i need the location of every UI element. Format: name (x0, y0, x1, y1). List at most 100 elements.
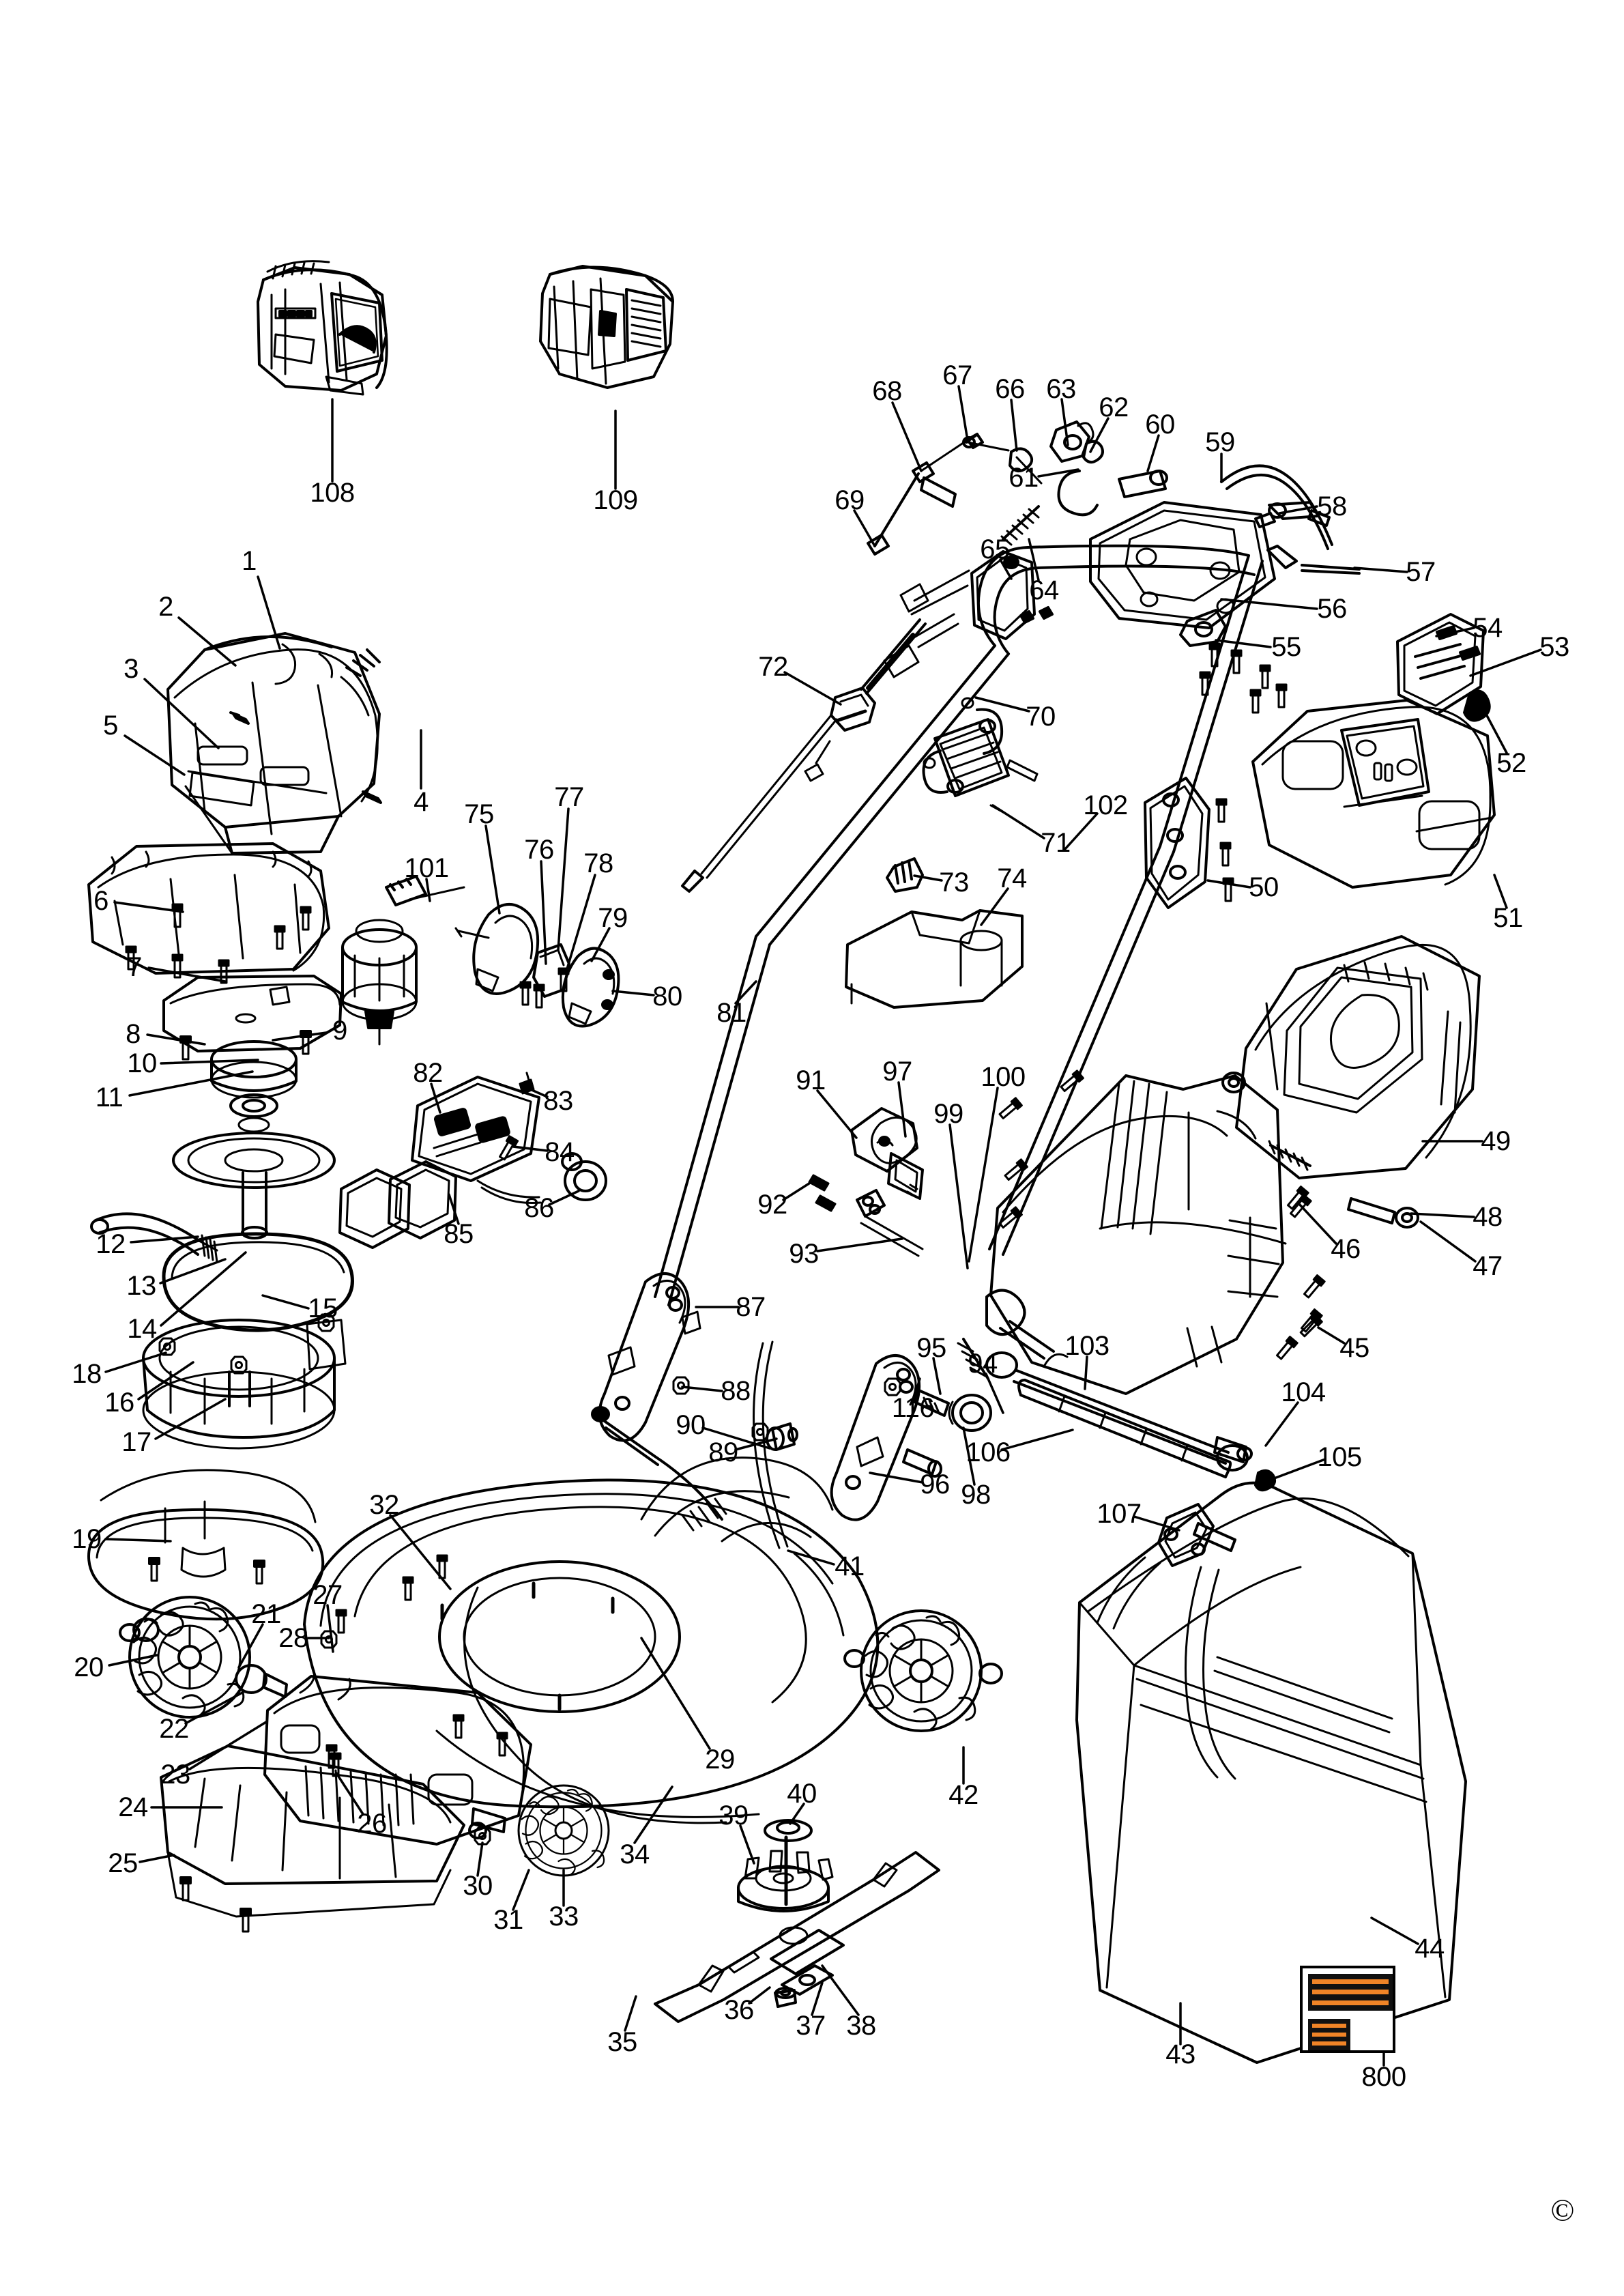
callout-number-77: 77 (554, 782, 584, 812)
callout-number-21: 21 (251, 1599, 281, 1629)
callout-number-84: 84 (545, 1137, 575, 1167)
callout-number-34: 34 (620, 1839, 650, 1869)
leader-line-45 (1317, 1326, 1346, 1345)
leader-line-31 (512, 1869, 530, 1911)
leader-line-16 (137, 1361, 194, 1401)
leader-line-47 (1419, 1220, 1477, 1263)
leader-line-105 (1269, 1458, 1326, 1481)
leader-line-85 (448, 1193, 460, 1225)
leader-line-106 (1000, 1429, 1074, 1451)
callout-number-80: 80 (652, 981, 682, 1011)
warning-stripe (1312, 1979, 1389, 1985)
callout-number-65: 65 (980, 534, 1010, 564)
callout-number-18: 18 (72, 1359, 102, 1389)
leader-line-60 (1146, 434, 1160, 472)
callout-number-32: 32 (369, 1490, 399, 1520)
callout-number-54: 54 (1473, 613, 1503, 643)
callout-number-89: 89 (708, 1437, 738, 1467)
leader-line-116 (913, 1377, 921, 1399)
leader-line-104 (1264, 1401, 1299, 1447)
leader-line-107 (1133, 1515, 1180, 1532)
callout-number-25: 25 (108, 1848, 138, 1878)
leader-line-63 (1060, 398, 1069, 446)
leader-line-13 (159, 1258, 227, 1285)
leader-line-8 (146, 1033, 206, 1046)
callout-number-102: 102 (1083, 790, 1128, 820)
leader-line-76 (540, 860, 547, 965)
leader-line-98 (962, 1426, 976, 1486)
leader-line-96 (869, 1472, 924, 1484)
callout-number-33: 33 (549, 1902, 579, 1932)
leader-line-21 (237, 1623, 264, 1669)
callout-number-97: 97 (882, 1057, 912, 1087)
leader-line-74 (980, 887, 1009, 926)
callout-number-10: 10 (127, 1048, 157, 1078)
callout-number-22: 22 (159, 1714, 189, 1744)
callout-number-92: 92 (757, 1190, 787, 1220)
leader-line-101 (425, 878, 431, 902)
callout-number-96: 96 (920, 1469, 950, 1499)
leader-line-70 (974, 696, 1030, 713)
callout-number-41: 41 (835, 1551, 865, 1581)
leader-line-79 (590, 927, 611, 962)
callout-number-31: 31 (493, 1905, 523, 1935)
callout-number-40: 40 (787, 1779, 817, 1809)
callout-number-93: 93 (789, 1239, 819, 1269)
leader-line-25 (139, 1854, 175, 1863)
leader-line-11 (128, 1070, 254, 1097)
leader-line-95 (932, 1357, 942, 1395)
leader-line-38 (821, 1964, 860, 2016)
callout-number-7: 7 (127, 952, 142, 982)
callout-number-61: 61 (1009, 463, 1039, 493)
warning-label-top-block (1308, 1974, 1393, 2011)
leader-line-35 (624, 1995, 637, 2032)
leader-line-52 (1476, 696, 1508, 754)
callout-number-82: 82 (413, 1058, 443, 1088)
leader-line-29 (640, 1637, 711, 1750)
leader-line-64 (1028, 538, 1040, 582)
leader-line-37 (811, 1981, 824, 2016)
leader-line-40 (789, 1803, 805, 1825)
callout-number-23: 23 (160, 1760, 190, 1790)
callout-number-62: 62 (1099, 392, 1129, 422)
leader-line-48 (1410, 1212, 1475, 1218)
callout-number-29: 29 (705, 1745, 735, 1775)
leader-line-44 (1370, 1917, 1419, 1945)
leader-line-23 (188, 1721, 267, 1770)
callout-number-98: 98 (961, 1480, 991, 1510)
leader-line-58 (1278, 505, 1318, 515)
leader-line-72 (783, 671, 842, 706)
leader-line-36 (748, 1986, 771, 2005)
callout-number-6: 6 (93, 886, 108, 916)
leader-line-81 (734, 980, 757, 1005)
leader-line-5 (124, 734, 186, 776)
leader-line-27 (326, 1604, 334, 1653)
callout-number-12: 12 (96, 1229, 126, 1259)
callout-number-103: 103 (1064, 1331, 1110, 1361)
leader-line-68 (891, 401, 923, 472)
callout-number-101: 101 (404, 853, 449, 883)
leader-line-100 (968, 1087, 999, 1263)
leader-line-1 (257, 575, 281, 650)
callout-number-11: 11 (95, 1082, 124, 1113)
callout-number-95: 95 (916, 1333, 946, 1363)
warning-stripe (1312, 2023, 1346, 2028)
leader-line-103 (1084, 1355, 1088, 1390)
callout-number-37: 37 (796, 2011, 826, 2041)
leader-line-88 (681, 1386, 723, 1392)
callout-number-68: 68 (872, 376, 902, 406)
leader-line-10 (160, 1059, 259, 1065)
leader-line-82 (430, 1082, 441, 1114)
callout-number-48: 48 (1473, 1202, 1503, 1232)
callout-number-59: 59 (1205, 427, 1235, 457)
leader-line-91 (816, 1089, 858, 1139)
callout-number-17: 17 (121, 1427, 151, 1457)
leader-line-65 (999, 558, 1013, 580)
callout-number-67: 67 (942, 360, 972, 390)
leader-line-86 (548, 1190, 580, 1206)
callout-number-63: 63 (1046, 374, 1076, 404)
callout-number-30: 30 (463, 1871, 493, 1901)
callout-number-50: 50 (1249, 872, 1279, 902)
callout-number-24: 24 (118, 1792, 148, 1822)
leader-line-2 (177, 616, 237, 667)
